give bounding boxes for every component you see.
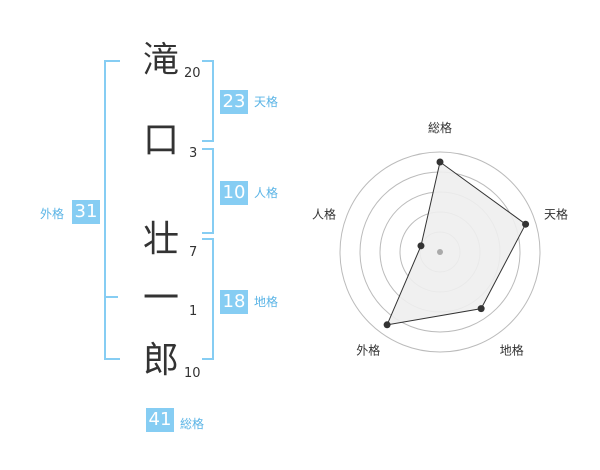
radar-point-1 xyxy=(436,158,444,166)
chikaku-label: 地格 xyxy=(254,295,279,309)
stroke-count-4: 1 xyxy=(189,304,198,319)
radar-point-2 xyxy=(522,220,530,228)
outer-bracket-divider xyxy=(104,296,118,298)
radar-point-3 xyxy=(477,305,485,313)
jinkaku-label: 人格 xyxy=(254,186,279,200)
radar-axis-label-5: 人格 xyxy=(312,206,336,221)
radar-point-5 xyxy=(417,242,425,250)
radar-center xyxy=(437,249,443,255)
radar-axis-label-3: 地格 xyxy=(500,343,524,358)
chikaku-bracket xyxy=(202,238,214,360)
radar-area xyxy=(386,161,527,326)
radar-ring xyxy=(339,151,541,353)
tenkaku-label: 天格 xyxy=(254,95,279,109)
name-character-1: 滝 xyxy=(142,40,179,81)
stroke-count-5: 10 xyxy=(184,366,201,381)
gaikaku-value: 31 xyxy=(72,200,100,224)
tenkaku-bracket xyxy=(202,60,214,142)
name-character-3: 壮 xyxy=(142,219,179,260)
soukaku-value: 41 xyxy=(146,408,174,432)
jinkaku-value: 10 xyxy=(220,181,248,205)
stroke-count-1: 20 xyxy=(184,66,201,81)
gaikaku-label: 外格 xyxy=(40,207,65,221)
name-character-2: 口 xyxy=(142,120,179,161)
name-character-4: 一 xyxy=(142,278,179,319)
radar-point-4 xyxy=(383,321,391,329)
stroke-count-2: 3 xyxy=(189,146,198,161)
outer-bracket xyxy=(104,60,120,360)
jinkaku-bracket xyxy=(202,148,214,234)
radar-axis-label-2: 天格 xyxy=(544,206,568,221)
chikaku-value: 18 xyxy=(220,290,248,314)
radar-axis-label-4: 外格 xyxy=(356,343,380,358)
stroke-count-3: 7 xyxy=(189,245,198,260)
name-character-5: 郎 xyxy=(142,340,179,381)
soukaku-label: 総格 xyxy=(180,417,205,431)
radar-axis-label-1: 総格 xyxy=(428,120,452,135)
tenkaku-value: 23 xyxy=(220,90,248,114)
